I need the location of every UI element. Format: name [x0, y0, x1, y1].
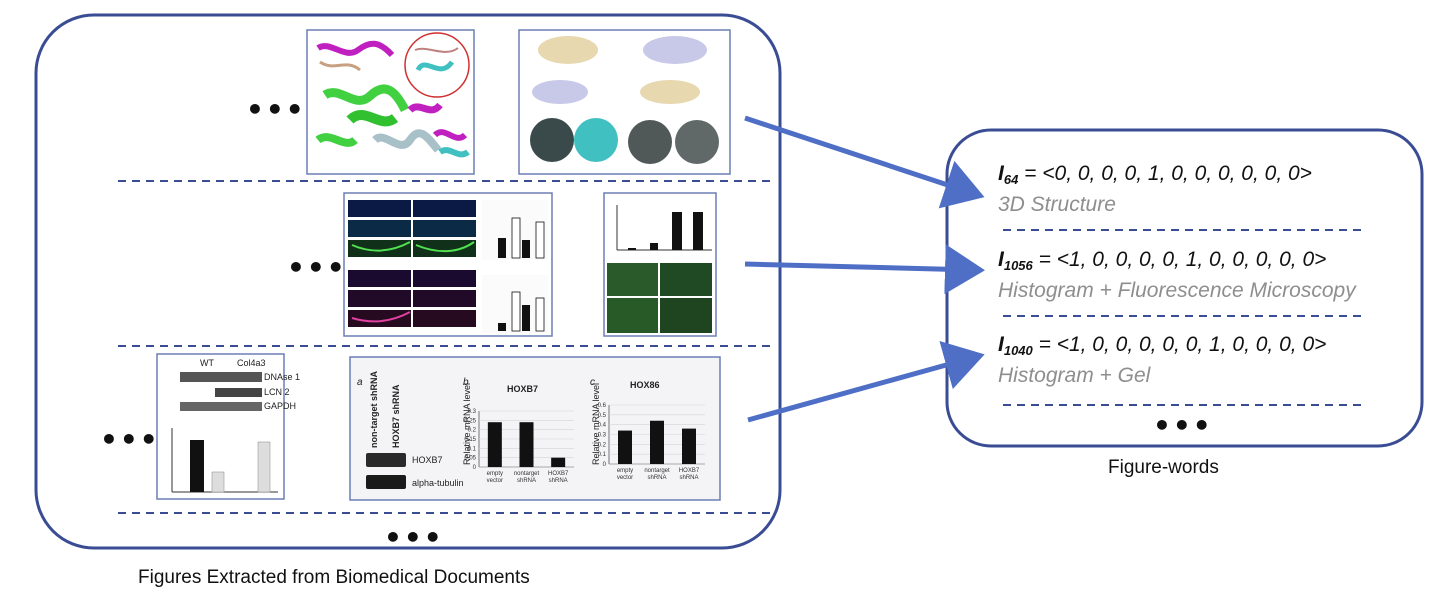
right-caption: Figure-words — [1108, 457, 1219, 478]
chart-c-tick-label: 0.3 — [598, 433, 607, 439]
chart-c-tick-label: 0.2 — [598, 442, 607, 448]
gel-col-label: Col4a3 — [237, 358, 266, 368]
figure-thumb-protein-surfaces — [518, 29, 731, 175]
chart-c-category-label: shRNA — [647, 475, 666, 481]
chart-c-category-label: shRNA — [679, 475, 698, 481]
fw1-subscript: 64 — [1003, 172, 1019, 187]
chart-c-tick-label: 0 — [603, 462, 607, 468]
chart-c-category-label: HOXB7 — [679, 468, 700, 474]
figure-thumb-western-blot-bar: WT Col4a3 DNAse 1 LCN 2 GAPDH — [156, 353, 300, 500]
right-ellipsis: ••• — [1153, 409, 1213, 442]
figure-thumb-fluorescence-histogram — [343, 192, 553, 337]
gel-row-label-3: GAPDH — [264, 401, 296, 411]
figure-thumb-protein-ribbon — [306, 29, 475, 175]
chart-b-category-label: nontarget — [514, 471, 540, 477]
row3-ellipsis: ••• — [100, 423, 160, 456]
gel-wt-label: WT — [200, 358, 214, 368]
chart-b-category-label: vector — [487, 478, 503, 484]
panel-a-label: a — [357, 377, 363, 388]
fw2-vector: = <1, 0, 0, 0, 0, 1, 0, 0, 0, 0, 0> — [1032, 248, 1327, 271]
chart-b-tick-label: 0.25 — [464, 418, 476, 424]
chart-b-bar — [519, 422, 534, 467]
panel-c-label: c — [590, 377, 595, 388]
chart-b-tick-label: 0.05 — [464, 456, 476, 462]
panel-b-label: b — [463, 377, 469, 388]
chart-b-tick-label: 0 — [473, 465, 477, 471]
chart-b-bar — [551, 457, 566, 467]
lane-label-2: HOXB7 shRNA — [391, 384, 401, 448]
row4-ellipsis: ••• — [384, 521, 444, 554]
chart-b-tick-label: 0.3 — [468, 409, 477, 415]
fw3-subscript: 1040 — [1003, 343, 1033, 358]
fw1-symbol: I — [998, 162, 1004, 185]
chart-c-bar — [682, 428, 696, 464]
fw1-vector: = <0, 0, 0, 0, 1, 0, 0, 0, 0, 0, 0> — [1018, 162, 1312, 185]
arrow-row3 — [747, 340, 985, 423]
chart-c-title: HOX86 — [630, 380, 660, 390]
chart-c-tick-label: 0.4 — [598, 423, 607, 429]
chart-c-category-label: vector — [617, 475, 633, 481]
chart-c-category-label: empty — [617, 468, 633, 474]
chart-b-category-label: shRNA — [517, 478, 536, 484]
chart-b-tick-label: 0.1 — [468, 446, 477, 452]
gel-row-label-1: DNAse 1 — [264, 372, 300, 382]
chart-b-tick-label: 0.15 — [464, 437, 476, 443]
figure-thumb-microscopy-histogram — [603, 192, 717, 337]
figure-word-vector-3: I1040 = <1, 0, 0, 0, 0, 0, 1, 0, 0, 0, 0… — [998, 334, 1326, 357]
figure-word-vector-2: I1056 = <1, 0, 0, 0, 0, 1, 0, 0, 0, 0, 0… — [998, 249, 1326, 272]
left-panel-border — [34, 13, 782, 550]
gel-row-label-2: LCN 2 — [264, 387, 290, 397]
figure-word-label-3: Histogram + Gel — [998, 364, 1151, 387]
arrow-row2 — [744, 244, 985, 295]
row2-ellipsis: ••• — [287, 251, 347, 284]
chart-b-category-label: empty — [487, 471, 503, 477]
chart-c-tick-label: 0.5 — [598, 413, 607, 419]
lane-label-1: non-target shRNA — [369, 371, 379, 448]
chart-c-tick-label: 0.6 — [598, 403, 607, 409]
blot-label-1: HOXB7 — [412, 455, 443, 465]
chart-c-category-label: nontarget — [644, 468, 670, 474]
fw2-symbol: I — [998, 248, 1004, 271]
left-caption: Figures Extracted from Biomedical Docume… — [138, 567, 530, 588]
chart-c-hox86: 0.60.50.40.30.20.10emptyvectornontargets… — [598, 403, 705, 481]
chart-c-bar — [650, 420, 664, 464]
figure-word-label-1: 3D Structure — [998, 193, 1116, 216]
chart-b-bar — [487, 422, 502, 467]
figure-word-vector-1: I64 = <0, 0, 0, 0, 1, 0, 0, 0, 0, 0, 0> — [998, 163, 1312, 186]
chart-b-tick-label: 0.2 — [468, 428, 477, 434]
chart-c-ylabel: Relative mRNA level — [591, 383, 601, 465]
arrow-row1 — [744, 115, 985, 209]
row1-ellipsis: ••• — [246, 93, 306, 126]
fw2-subscript: 1056 — [1003, 258, 1033, 273]
chart-c-bar — [618, 430, 632, 464]
chart-b-category-label: HOXB7 — [548, 471, 569, 477]
chart-b-ylabel: Relative mRNA level — [462, 383, 472, 465]
fw3-symbol: I — [998, 333, 1004, 356]
blot-label-2: alpha-tubulin — [412, 478, 464, 488]
chart-b-title: HOXB7 — [507, 384, 538, 394]
chart-c-tick-label: 0.1 — [598, 452, 607, 458]
chart-b-category-label: shRNA — [549, 478, 568, 484]
figure-thumb-blot-and-charts: a b c non-target shRNA HOXB7 shRNA HOXB7… — [349, 356, 721, 501]
fw3-vector: = <1, 0, 0, 0, 0, 0, 1, 0, 0, 0, 0> — [1032, 333, 1327, 356]
figure-word-label-2: Histogram + Fluorescence Microscopy — [998, 279, 1356, 302]
